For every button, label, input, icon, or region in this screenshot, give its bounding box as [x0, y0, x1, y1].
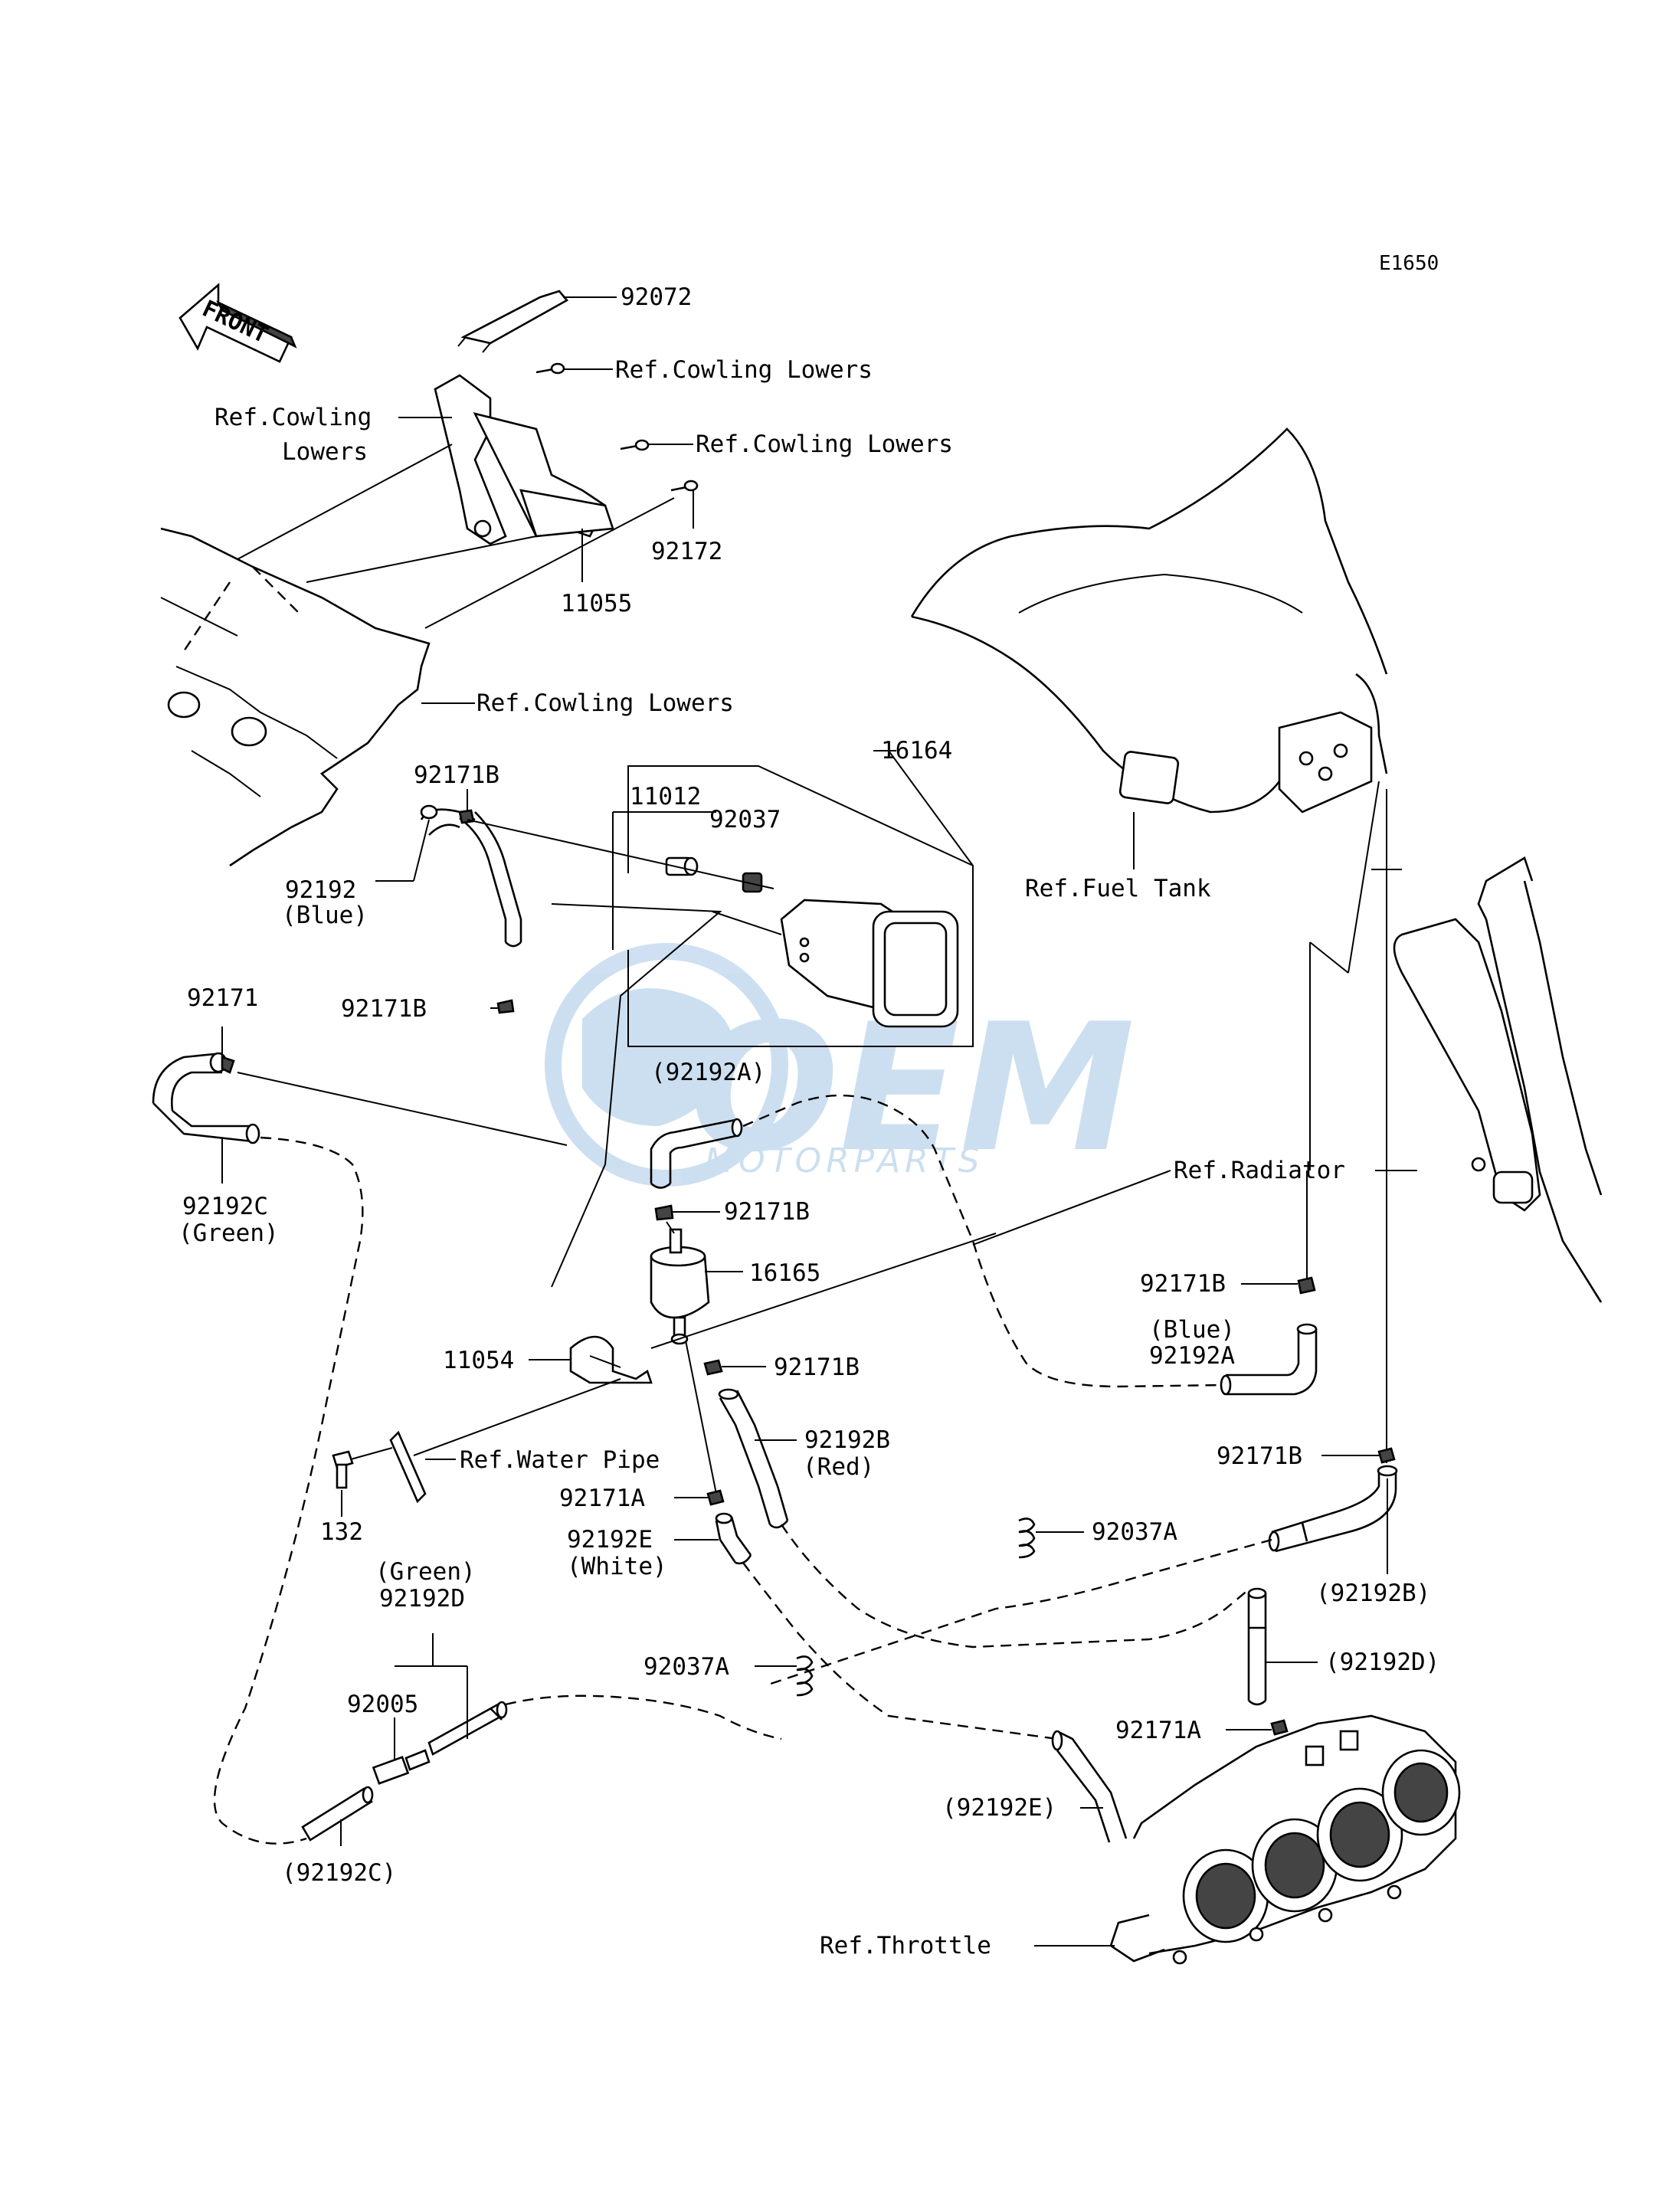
hose-92192C-green	[152, 1052, 260, 1144]
hose-92192B-right	[1268, 1465, 1398, 1553]
label-16164: 16164	[881, 737, 952, 765]
label-92005: 92005	[347, 1691, 418, 1718]
clip-92037A-icon	[796, 1655, 814, 1697]
label-blue-1: (Blue)	[282, 902, 368, 929]
fuel-tank-part	[910, 427, 1388, 814]
label-92171A-1: 92171A	[559, 1485, 645, 1512]
label-92171B-6: 92171B	[1217, 1442, 1302, 1470]
label-11054: 11054	[443, 1347, 514, 1374]
clamp-92171B-icon	[703, 1359, 723, 1376]
label-green-1: (Green)	[178, 1220, 279, 1247]
clamp-92171B-icon	[496, 999, 515, 1014]
label-92192E-ref: (92192E)	[942, 1794, 1056, 1822]
screw-icon	[535, 362, 565, 375]
hose-92192D-throttle	[1247, 1587, 1267, 1706]
label-ref-cowling-2a: Ref.Cowling	[215, 404, 372, 431]
label-92037A-1: 92037A	[1092, 1518, 1177, 1546]
label-blue-2: (Blue)	[1149, 1316, 1235, 1344]
joint-92005	[372, 1749, 431, 1785]
label-ref-fuel-tank: Ref.Fuel Tank	[1025, 875, 1211, 902]
clip-92037A-icon	[1018, 1518, 1036, 1559]
clamp-92171A-icon	[706, 1489, 725, 1506]
label-92171A-2: 92171A	[1115, 1717, 1201, 1744]
cowling-lower-part	[160, 527, 431, 867]
throttle-body-part	[1109, 1714, 1461, 1965]
water-pipe-part	[389, 1430, 427, 1504]
clamp-92171B-icon	[654, 1204, 674, 1221]
hose-92192E-throttle	[1051, 1730, 1128, 1843]
watermark-sub: MOTORPARTS	[705, 1141, 984, 1180]
bracket-11055	[434, 374, 614, 545]
label-92037A-2: 92037A	[644, 1653, 729, 1681]
label-ref-throttle: Ref.Throttle	[820, 1932, 991, 1960]
label-white: (White)	[567, 1553, 667, 1580]
label-132: 132	[320, 1518, 363, 1546]
label-92171B-5: 92171B	[774, 1354, 860, 1381]
label-16165: 16165	[749, 1259, 820, 1287]
label-92192D: 92192D	[379, 1585, 465, 1613]
hose-92192B-red	[718, 1388, 789, 1529]
label-92192-blue: 92192	[285, 876, 356, 904]
front-arrow-icon: FRONT	[178, 283, 297, 363]
hose-92192D-green	[427, 1701, 508, 1756]
label-ref-water-pipe: Ref.Water Pipe	[460, 1446, 660, 1474]
label-92171B-3: 92171B	[724, 1198, 810, 1226]
screw-icon	[670, 480, 699, 492]
spacer-11012	[665, 856, 699, 876]
label-92171B-4: 92171B	[1140, 1270, 1226, 1298]
label-ref-radiator: Ref.Radiator	[1174, 1157, 1345, 1184]
clamp-92171B-icon	[1297, 1276, 1316, 1295]
clamp-92171A-icon	[1270, 1719, 1289, 1736]
label-ref-cowling-1: Ref.Cowling Lowers	[615, 356, 873, 384]
clamp-92171B-icon	[1377, 1447, 1396, 1464]
label-ref-cowling-2b: Lowers	[282, 438, 368, 466]
hose-92192-blue	[420, 804, 522, 948]
hose-92192C-green-lower	[301, 1786, 374, 1842]
label-92192C-ref: (92192C)	[282, 1859, 396, 1887]
label-92192B: 92192B	[804, 1426, 890, 1454]
label-92037: 92037	[709, 806, 781, 833]
label-92192B-ref: (92192B)	[1316, 1580, 1430, 1607]
label-11012: 11012	[630, 783, 701, 810]
label-92072: 92072	[621, 283, 692, 311]
screw-icon	[620, 439, 650, 451]
hose-92192A	[650, 1118, 743, 1189]
radiator-part	[1393, 856, 1603, 1303]
label-92171B-1: 92171B	[414, 761, 499, 789]
label-red: (Red)	[803, 1453, 874, 1481]
bracket-92072	[457, 290, 569, 353]
label-92192E: 92192E	[567, 1526, 653, 1554]
label-92192A: 92192A	[1149, 1342, 1235, 1370]
label-11055: 11055	[561, 590, 632, 617]
hose-92192E-white	[715, 1512, 752, 1565]
label-ref-cowling-3: Ref.Cowling Lowers	[696, 431, 953, 458]
canister-16164	[780, 899, 959, 1028]
bracket-11054	[569, 1335, 653, 1384]
bolt-132-icon	[332, 1450, 354, 1489]
label-ref-cowling-4: Ref.Cowling Lowers	[476, 689, 734, 717]
label-92171: 92171	[187, 984, 258, 1012]
label-92192A-ref: (92192A)	[651, 1059, 765, 1086]
filter-16165	[650, 1228, 710, 1345]
label-92192C: 92192C	[182, 1193, 268, 1220]
diagram-code: E1650	[1379, 252, 1439, 275]
hose-92192A-blue-right	[1220, 1323, 1318, 1396]
label-92192D-ref: (92192D)	[1325, 1649, 1439, 1676]
label-92171B-2: 92171B	[341, 995, 427, 1023]
label-92172: 92172	[651, 538, 722, 565]
label-green-2: (Green)	[375, 1558, 476, 1586]
